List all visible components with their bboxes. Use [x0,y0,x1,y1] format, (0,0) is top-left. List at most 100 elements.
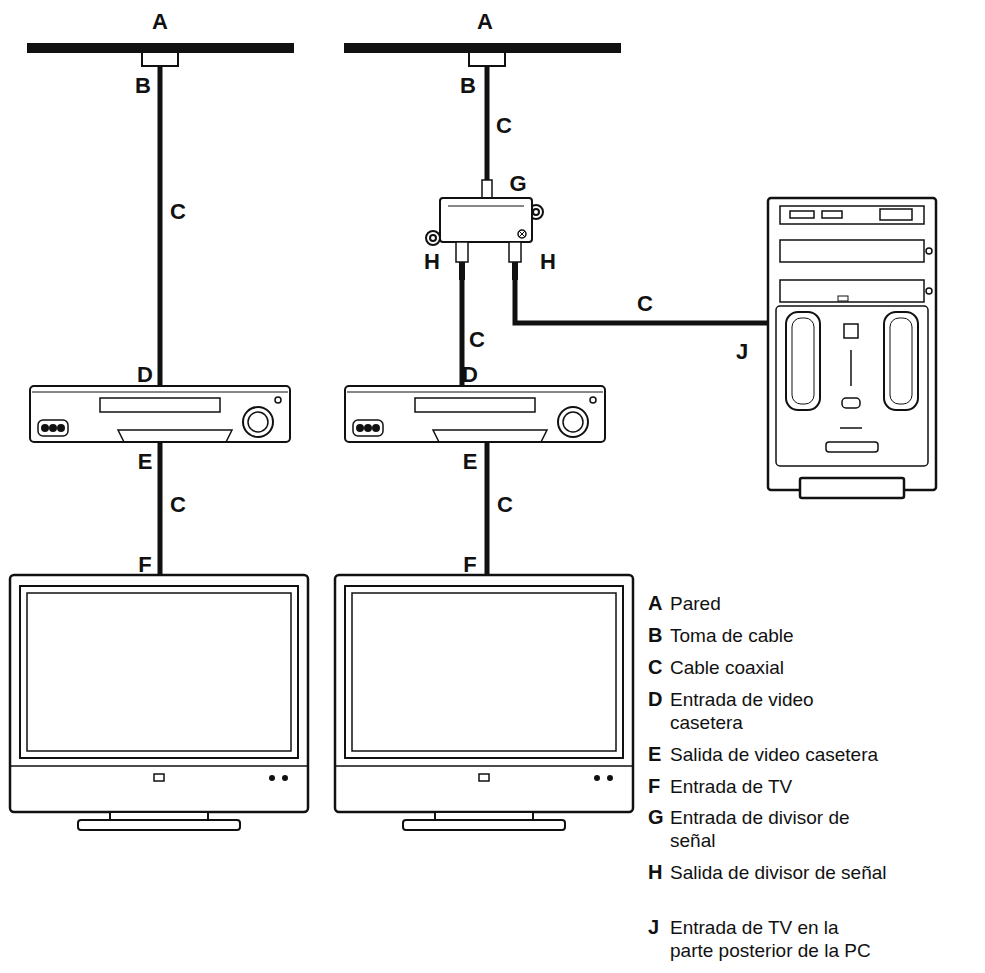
callout-letter: G [509,172,526,196]
pc-tower [890,318,912,404]
cable-outlet [469,52,505,66]
signal-splitter [482,180,492,198]
television [20,586,298,758]
callout-letter: D [137,363,153,387]
cable-label: C [495,493,515,517]
pc-tower [792,318,814,404]
vcr [50,425,56,431]
television [335,575,633,812]
vcr [433,430,547,442]
signal-splitter [448,206,524,207]
pc-tower [822,211,842,218]
vcr [365,425,371,431]
television: F [335,575,633,830]
vcr [353,420,383,436]
television [10,575,308,812]
vcr [415,398,535,412]
vcr [373,425,379,431]
signal-splitter [533,209,539,215]
vcr [563,412,583,432]
key-letter: E [648,743,661,766]
callout-letter: B [135,74,151,98]
vcr [558,407,588,437]
pc-tower [780,240,924,262]
vcr: DE [345,386,605,442]
key-letter: H [648,861,662,884]
vcr: DE [30,386,290,442]
pc-tower [926,248,932,254]
pc-tower [800,478,904,498]
television [10,575,308,830]
cable-label: C [635,292,655,316]
vcr [345,386,605,442]
callout-letter: D [462,363,478,387]
key-letter: B [648,624,662,647]
key-description: Toma de cable [670,624,970,647]
pc-tower [780,206,924,224]
pc-tower [768,198,936,498]
coaxial-cable [158,442,163,575]
signal-splitter [519,231,525,237]
cable-label: C [168,493,188,517]
key-description: Entrada de divisor de señal [670,806,895,852]
cable-outlet [142,52,178,66]
television [595,776,599,780]
television [345,586,623,758]
pc-tower [844,324,858,338]
wall [345,44,620,52]
vcr [248,412,268,432]
callout-letter: H [424,250,440,274]
television [335,765,633,767]
pc-tower [780,280,924,302]
illustration [10,44,936,830]
cable-label: C [467,328,487,352]
vcr [42,425,48,431]
vcr [275,397,281,403]
key-description: Salida de video casetera [670,743,970,766]
key-description: Pared [670,592,970,615]
pc-tower [880,209,912,220]
wall: A [345,44,620,52]
signal-splitter [509,242,521,262]
signal-splitter: GHH [428,180,545,280]
wall: A [28,44,293,52]
cable-outlet: B [469,52,505,66]
wall [28,44,620,52]
callout-letter: E [463,450,478,474]
television [110,812,208,820]
pc-tower [826,442,878,452]
television [283,776,287,780]
vcr [118,430,232,442]
key-letter: D [648,688,662,711]
television [335,575,633,830]
key-description: Cable coaxial [670,656,970,679]
vcr [590,397,596,403]
coaxial-cable [515,280,768,323]
vcr [32,392,288,393]
vcr [30,386,290,442]
key-description: Entrada de video casetera [670,688,860,734]
television [154,774,164,781]
pc-tower: J [768,198,936,498]
vcr [243,407,273,437]
key-letter: J [648,916,659,939]
callout-letter: A [152,10,168,34]
pc-tower [768,198,936,490]
vcr [347,392,603,393]
cable-label: C [494,114,514,138]
key-letter: G [648,806,664,829]
signal-splitter [518,230,526,238]
wall [28,44,293,52]
callout-letter: F [463,553,476,577]
signal-splitter [512,262,518,280]
vcr [100,398,220,412]
pc-tower [850,350,852,386]
callout-letter: H [540,250,556,274]
key-letter: C [648,656,662,679]
signal-splitter [426,231,440,245]
coaxial-cable [158,66,163,386]
television [10,765,308,767]
vcr [30,386,290,442]
television [270,776,274,780]
